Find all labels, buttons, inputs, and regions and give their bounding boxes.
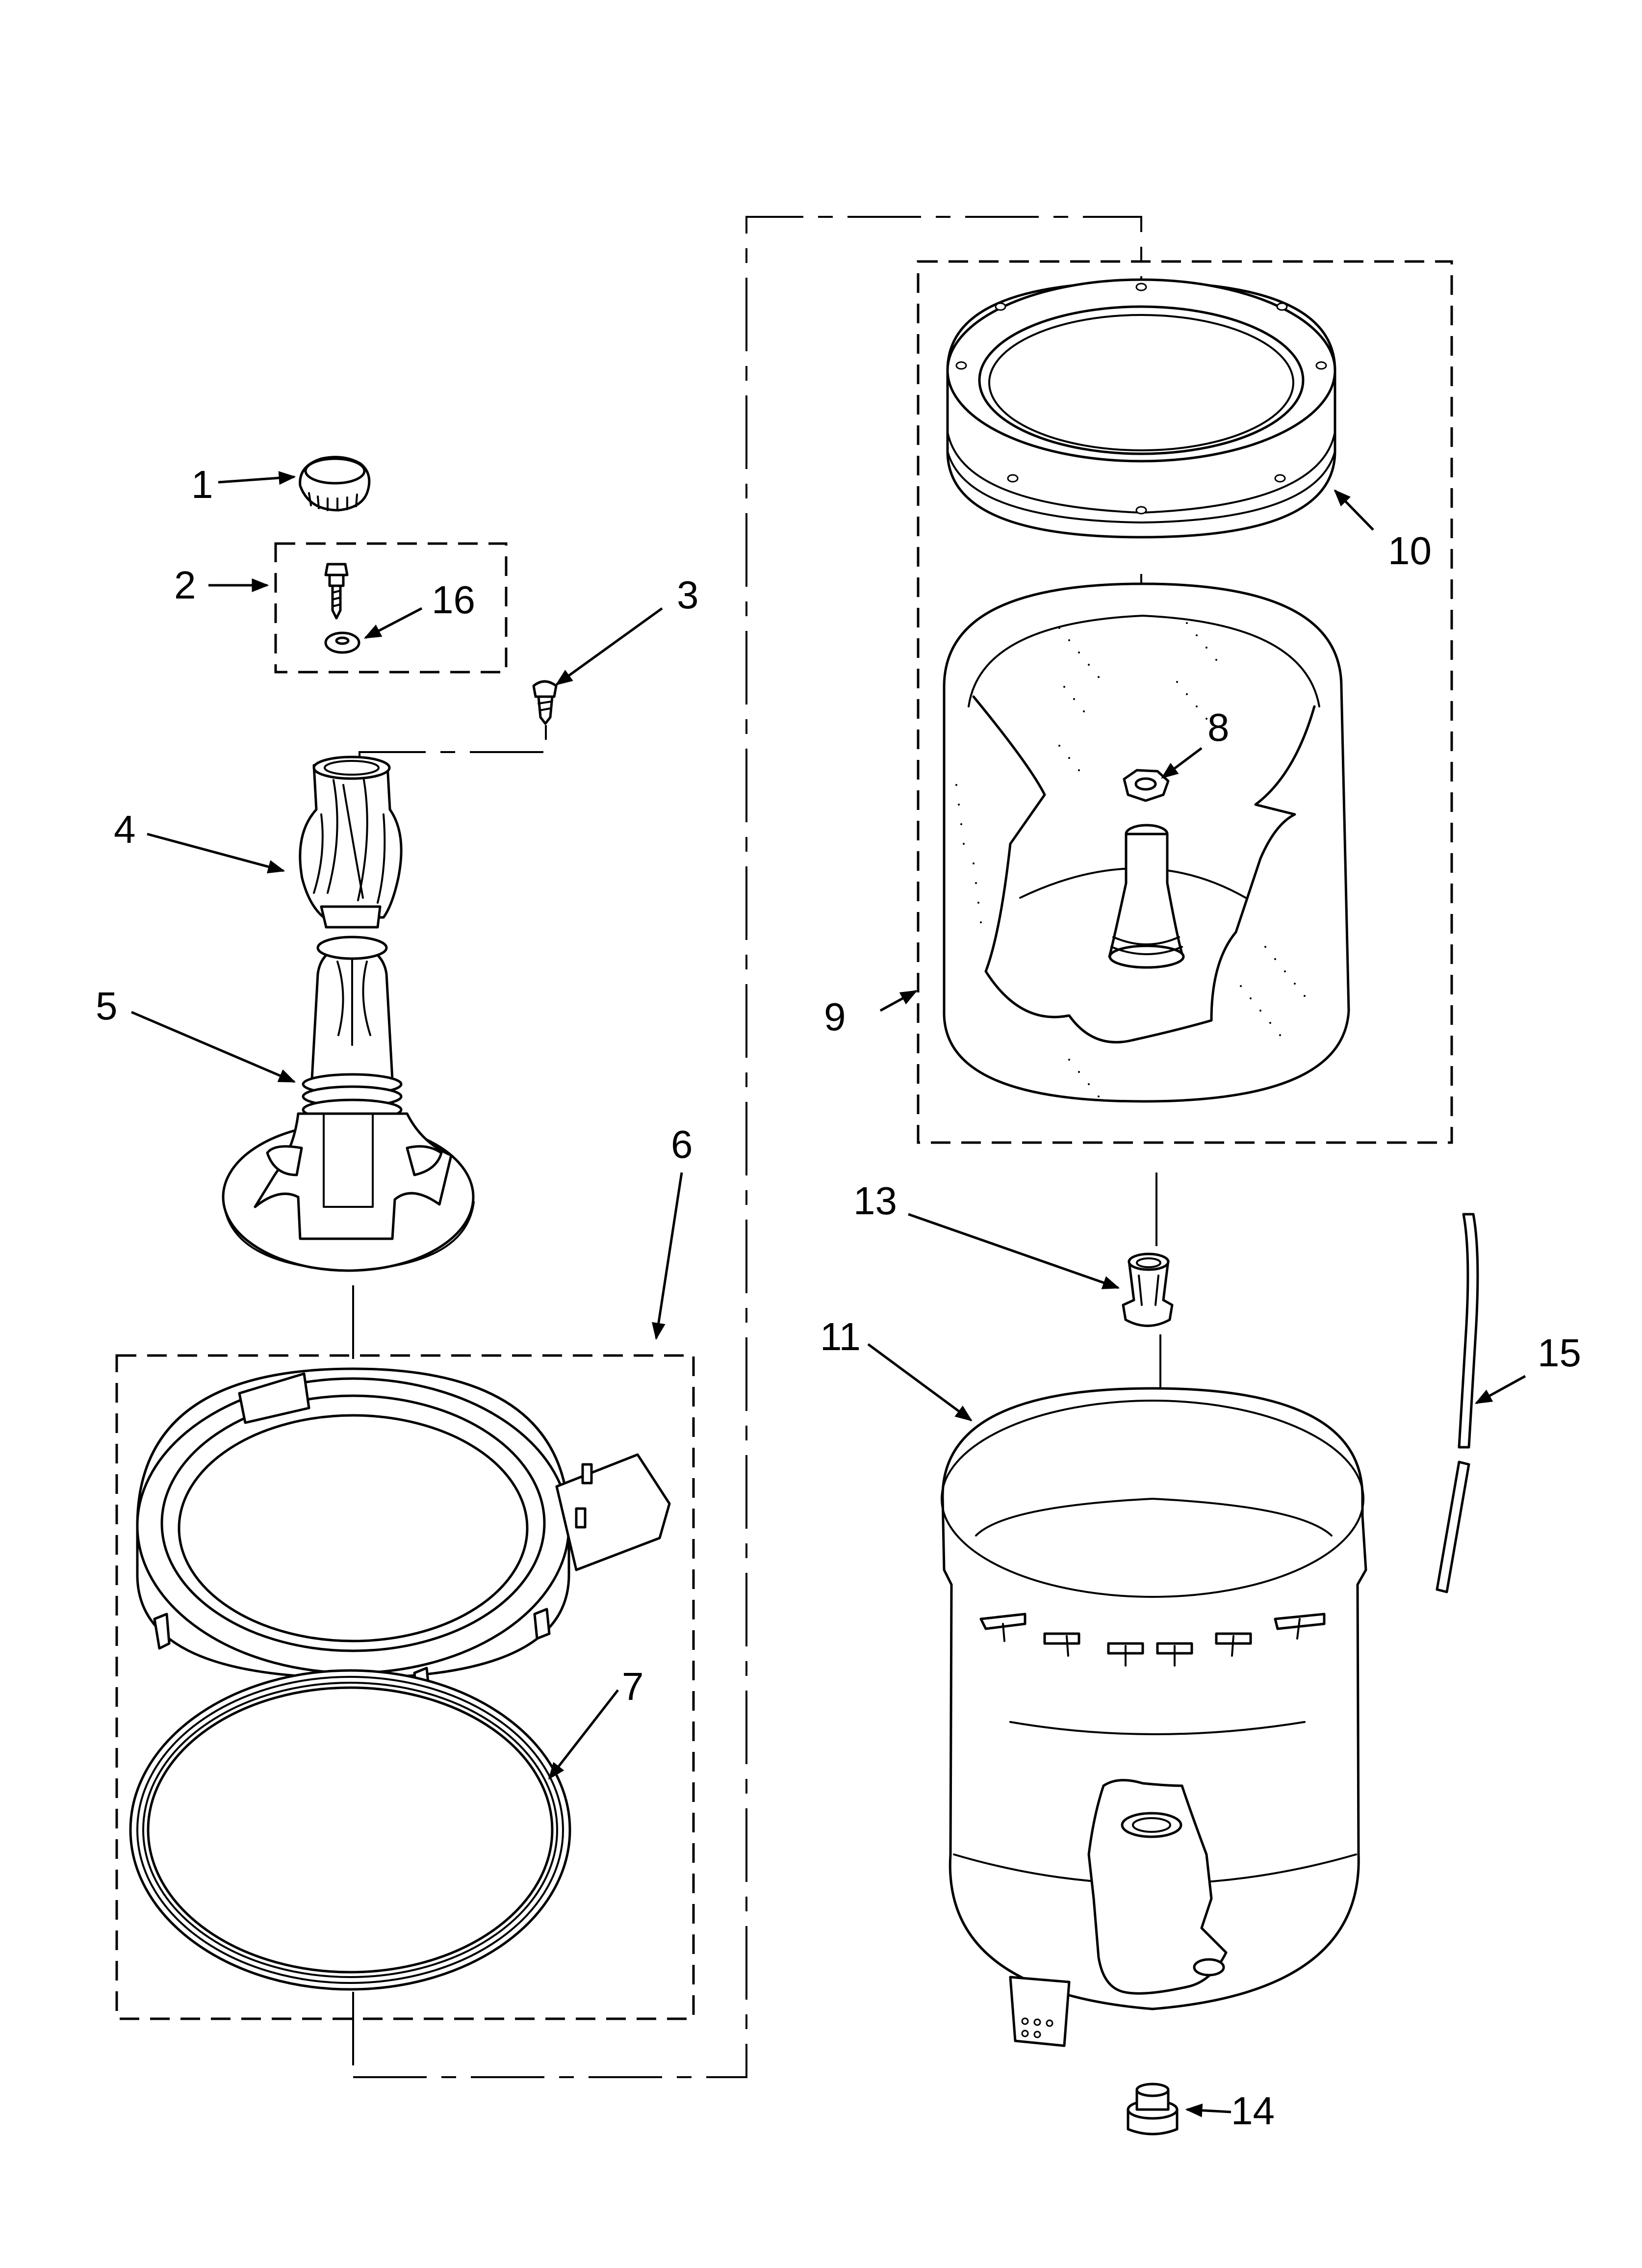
leader-1 [218,471,296,485]
callout-1: 1 [191,463,213,506]
leader-14 [1185,2103,1232,2117]
agitator-base [222,936,475,1272]
wash-basket [943,582,1350,1103]
leader-5 [131,1011,296,1083]
agitator-cam [299,756,403,929]
callout-16: 16 [432,578,475,622]
callout-14: 14 [1231,2089,1275,2133]
callout-3: 3 [677,573,699,617]
hose [1436,1213,1479,1593]
leader-15 [1474,1375,1526,1405]
callout-9: 9 [824,995,846,1039]
callout-4: 4 [114,808,136,851]
leader-4 [147,833,285,874]
screw [532,680,558,725]
callout-8: 8 [1207,705,1230,749]
tub-bearing [1122,1252,1174,1327]
leader-16 [363,607,423,639]
callout-13: 13 [853,1179,897,1223]
group-box-2-16 [274,542,508,674]
agitator-bolt [324,563,349,620]
drain-plug [1127,2083,1179,2136]
callout-7: 7 [622,1665,644,1708]
tub-ring [136,1367,671,1701]
leader-9 [879,990,918,1012]
outer-tub [941,1387,1367,2047]
basket-perforations [955,622,1306,1097]
connector-line-3-4 [359,724,547,759]
leader-6 [651,1172,683,1340]
leader-10 [1334,489,1374,531]
group-box-9-10 [917,260,1453,1144]
group-box-6-7 [115,1354,695,2020]
balance-ring [946,278,1336,539]
washer [324,631,360,654]
callout-10: 10 [1388,529,1432,573]
tub-ring-seal [129,1669,571,1991]
callout-5: 5 [96,984,118,1028]
agitator-cap [299,456,371,512]
leader-7 [548,1689,619,1780]
leader-3 [555,607,663,686]
callout-2: 2 [174,563,196,607]
callout-11: 11 [820,1315,861,1358]
callout-15: 15 [1538,1331,1581,1375]
basket-nut [1123,769,1170,802]
leader-11 [867,1343,973,1422]
callout-6: 6 [671,1122,693,1166]
leader-13 [908,1213,1120,1289]
leader-8 [1161,747,1203,779]
